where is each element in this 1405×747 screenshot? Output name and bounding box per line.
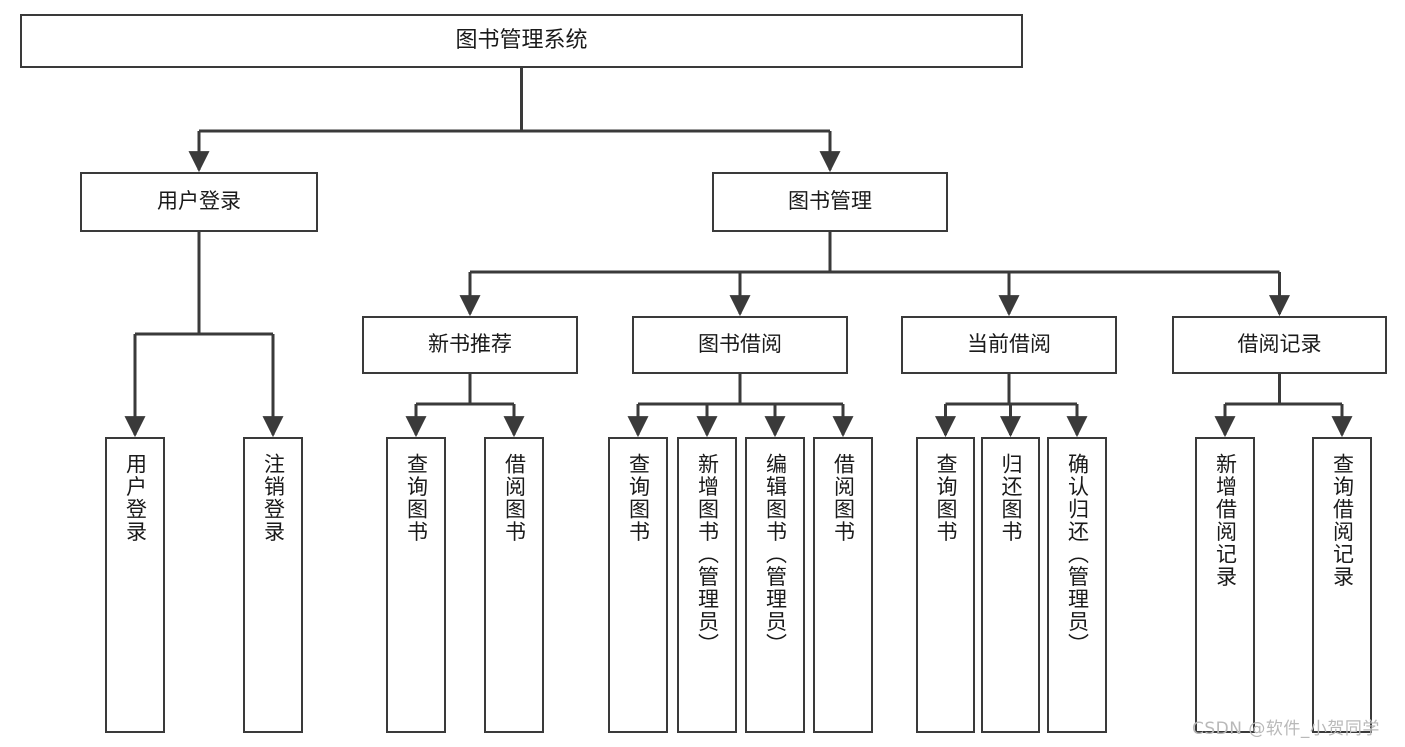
node-label: 编辑图书（管理员） [763,453,788,656]
node-leaf-user-logout: 注销登录 [243,437,303,733]
node-label: 查询图书 [626,453,651,543]
node-current-borrow: 当前借阅 [901,316,1117,374]
node-label: 注销登录 [261,453,286,543]
node-root: 图书管理系统 [20,14,1023,68]
node-new-book-rec: 新书推荐 [362,316,578,374]
node-user-login: 用户登录 [80,172,318,232]
node-leaf-rec-borrow-book: 借阅图书 [484,437,544,733]
node-label: 确认归还（管理员） [1065,453,1090,656]
node-leaf-user-login: 用户登录 [105,437,165,733]
node-label: 图书管理系统 [455,27,588,53]
node-leaf-br-query-record: 查询借阅记录 [1312,437,1372,733]
node-label: 归还图书 [999,453,1023,543]
node-leaf-bb-borrow-book: 借阅图书 [813,437,873,733]
node-label: 新书推荐 [428,332,512,357]
node-book-borrow: 图书借阅 [632,316,848,374]
node-leaf-br-add-record: 新增借阅记录 [1195,437,1255,733]
node-leaf-cb-query-book: 查询图书 [916,437,975,733]
node-label: 新增借阅记录 [1213,453,1238,588]
node-label: 借阅图书 [502,453,527,543]
node-label: 当前借阅 [967,332,1051,357]
node-label: 查询图书 [404,453,429,543]
node-label: 图书借阅 [698,332,782,357]
watermark-label: CSDN @软件_小贺同学 [1192,719,1380,739]
node-label: 用户登录 [123,453,148,543]
node-label: 新增图书（管理员） [695,453,720,656]
node-label: 图书管理 [788,189,872,214]
node-leaf-cb-return-book: 归还图书 [981,437,1040,733]
node-book-manage: 图书管理 [712,172,948,232]
node-leaf-bb-edit-book: 编辑图书（管理员） [745,437,805,733]
node-label: 借阅记录 [1237,332,1322,357]
node-borrow-record: 借阅记录 [1172,316,1387,374]
node-label: 用户登录 [157,189,241,214]
node-label: 查询借阅记录 [1330,453,1355,588]
node-leaf-cb-confirm-return: 确认归还（管理员） [1047,437,1107,733]
node-label: 借阅图书 [831,453,856,543]
node-leaf-bb-query-book: 查询图书 [608,437,668,733]
node-leaf-rec-query-book: 查询图书 [386,437,446,733]
node-label: 查询图书 [934,453,958,543]
node-leaf-bb-add-book: 新增图书（管理员） [677,437,737,733]
